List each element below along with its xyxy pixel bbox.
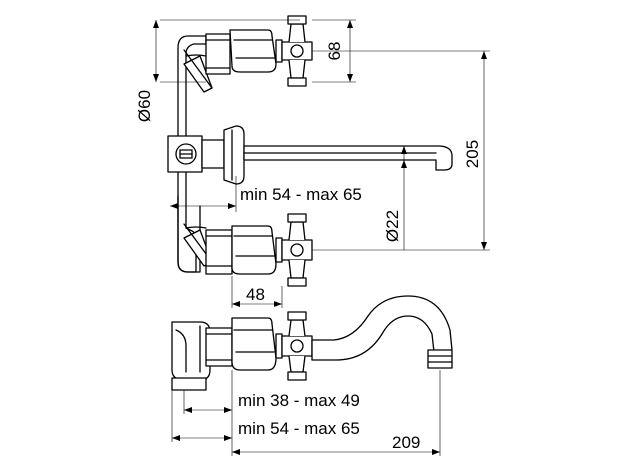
side-cross-handle [281,311,313,381]
spout-tube [243,145,453,171]
front-view [167,15,453,287]
spout-aerator [427,349,453,369]
label-spout-reach: 209 [392,433,420,452]
dimension-lines [153,19,490,456]
bottom-valve-bell [231,225,277,275]
bottom-cross-handle [281,213,313,287]
label-side-min-max-small: min 38 - max 49 [238,391,360,410]
label-handle-height: 68 [325,42,344,61]
label-spout-offset: min 54 - max 65 [240,185,362,204]
side-view [171,295,453,391]
side-valve-bell [231,317,277,371]
lower-pipe [177,195,201,273]
top-valve-collar [205,33,231,75]
top-cross-handle [281,15,313,87]
spout-rosette [223,125,245,185]
label-body-diameter: Ø60 [135,90,154,122]
label-handle-spacing: 205 [463,140,482,168]
top-valve-bell [229,29,277,73]
label-handle-projection: 48 [246,285,265,304]
label-spout-diameter: Ø22 [383,210,402,242]
dimension-labels: 68 Ø60 205 min 54 - max 65 Ø22 48 min 38… [135,42,482,452]
label-side-min-max-large: min 54 - max 65 [238,419,360,438]
